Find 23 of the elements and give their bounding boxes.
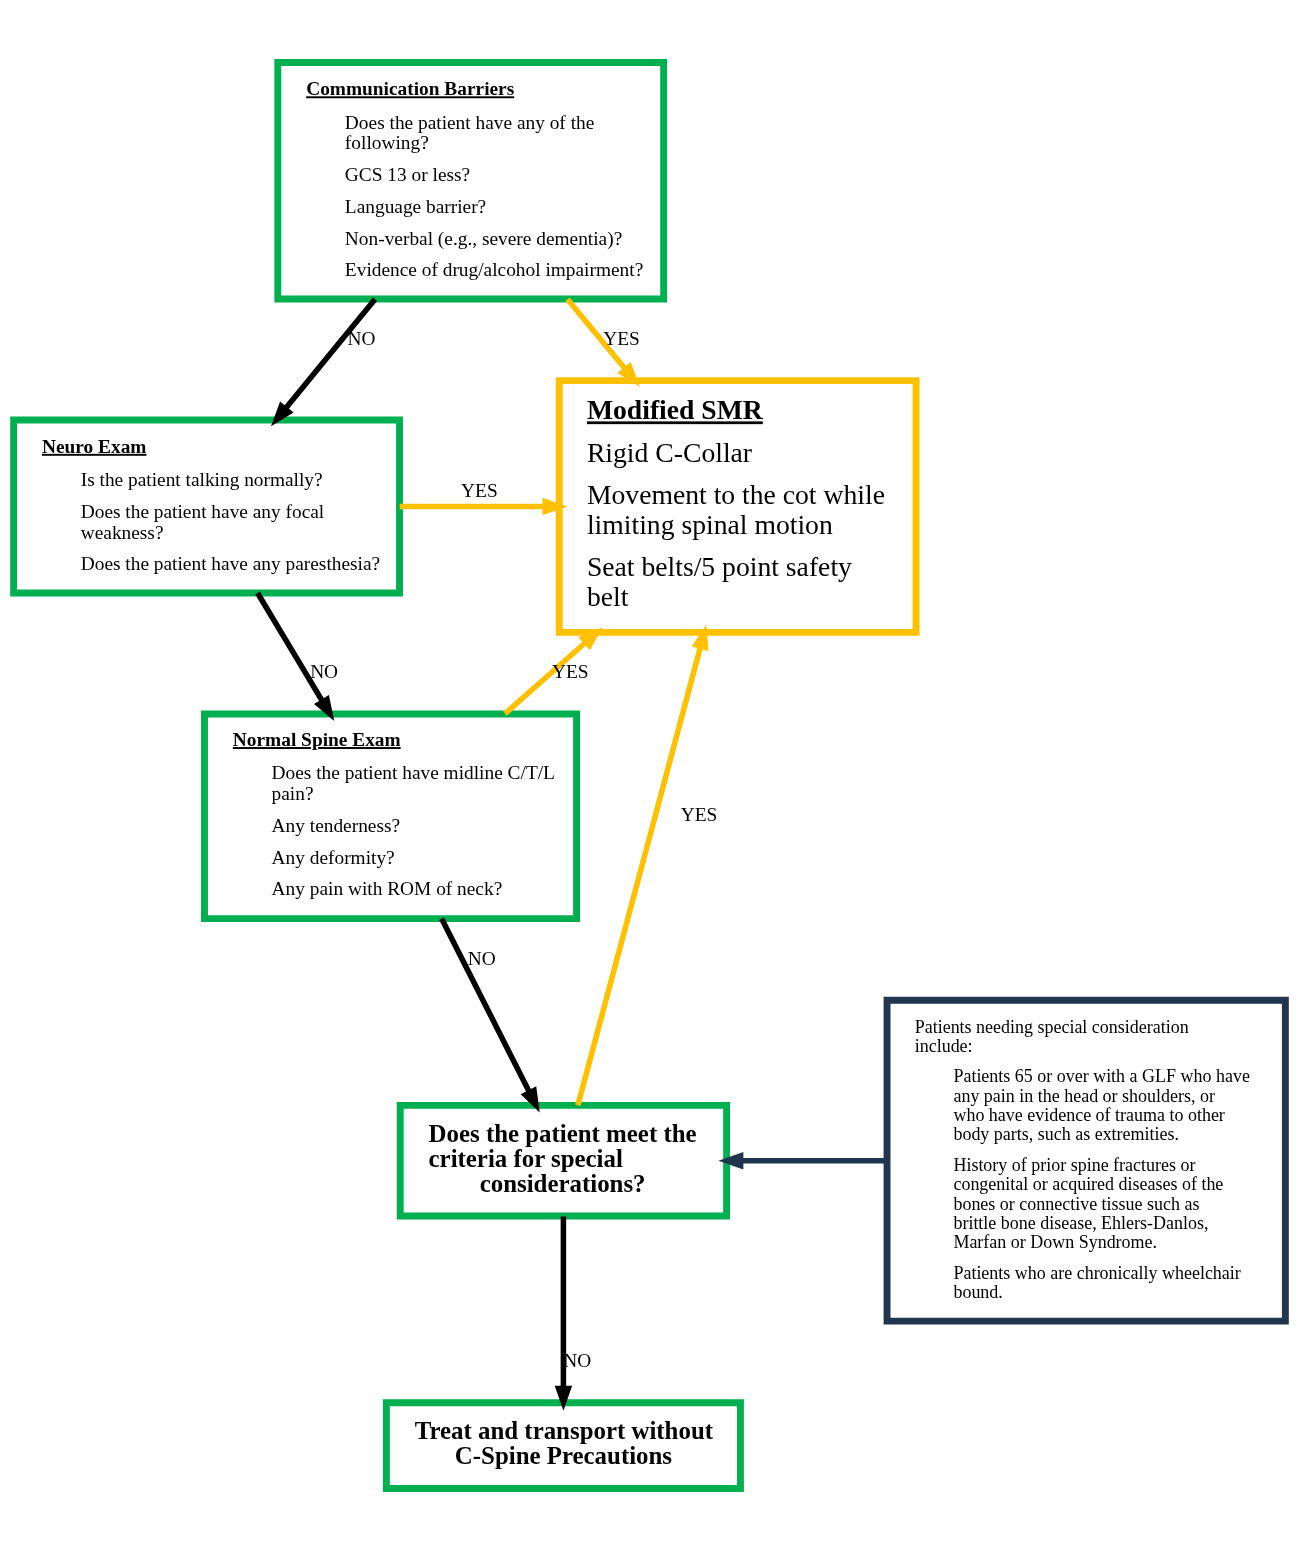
node-box: Normal Spine Exam Does the patient have midline C/T/L pain? Any tenderness? Any deformity? Any pain with ROM of neck?	[201, 710, 580, 922]
arrow	[718, 1151, 887, 1169]
edge-label: YES	[461, 479, 498, 501]
arrow	[271, 296, 378, 426]
arrow	[565, 296, 640, 387]
edge-label: NO	[467, 947, 496, 969]
edge-label: NO	[347, 327, 376, 349]
node-box: Treat and transport without C-Spine Precautions	[382, 1398, 744, 1492]
node-box: Communication Barriers Does the patient have any of the following? GCS 13 or less? Language barrier? Non-verbal (e.g., severe dementia)? Evidence of drug/alcohol impairment?	[274, 58, 668, 302]
node-box: Does the patient meet the criteria for special considerations?	[396, 1101, 731, 1219]
node-box: Neuro Exam Is the patient talking normally? Does the patient have any focal weakness? Does the patient have any paresthesia?	[10, 416, 403, 596]
node-box: Modified SMR Rigid C-Collar Movement to the cot while limiting spinal motion Seat belts/5 point safety belt	[555, 376, 920, 636]
arrow	[255, 591, 335, 721]
arrow	[554, 1215, 573, 1411]
arrow	[575, 624, 709, 1106]
edge-label: YES	[603, 327, 640, 349]
arrow	[399, 497, 568, 515]
node-box: Patients needing special consideration include: Patients 65 or over with a GLF who have any pain in the head or shoulders, or who have evidence of trauma to other body parts, such as extremities. History of prior spine fractures or congenital or acquired diseases of the bones or connective tissue such as brittle bone disease, Ehlers-Danlos, Marfan or Down Syndrome. Patients who are chronically wheelchair bound.	[883, 996, 1289, 1325]
arrow	[503, 626, 603, 716]
edge-label: NO	[310, 660, 339, 682]
arrow	[439, 917, 540, 1112]
edge-label: YES	[552, 660, 589, 682]
edge-label: YES	[680, 803, 718, 825]
